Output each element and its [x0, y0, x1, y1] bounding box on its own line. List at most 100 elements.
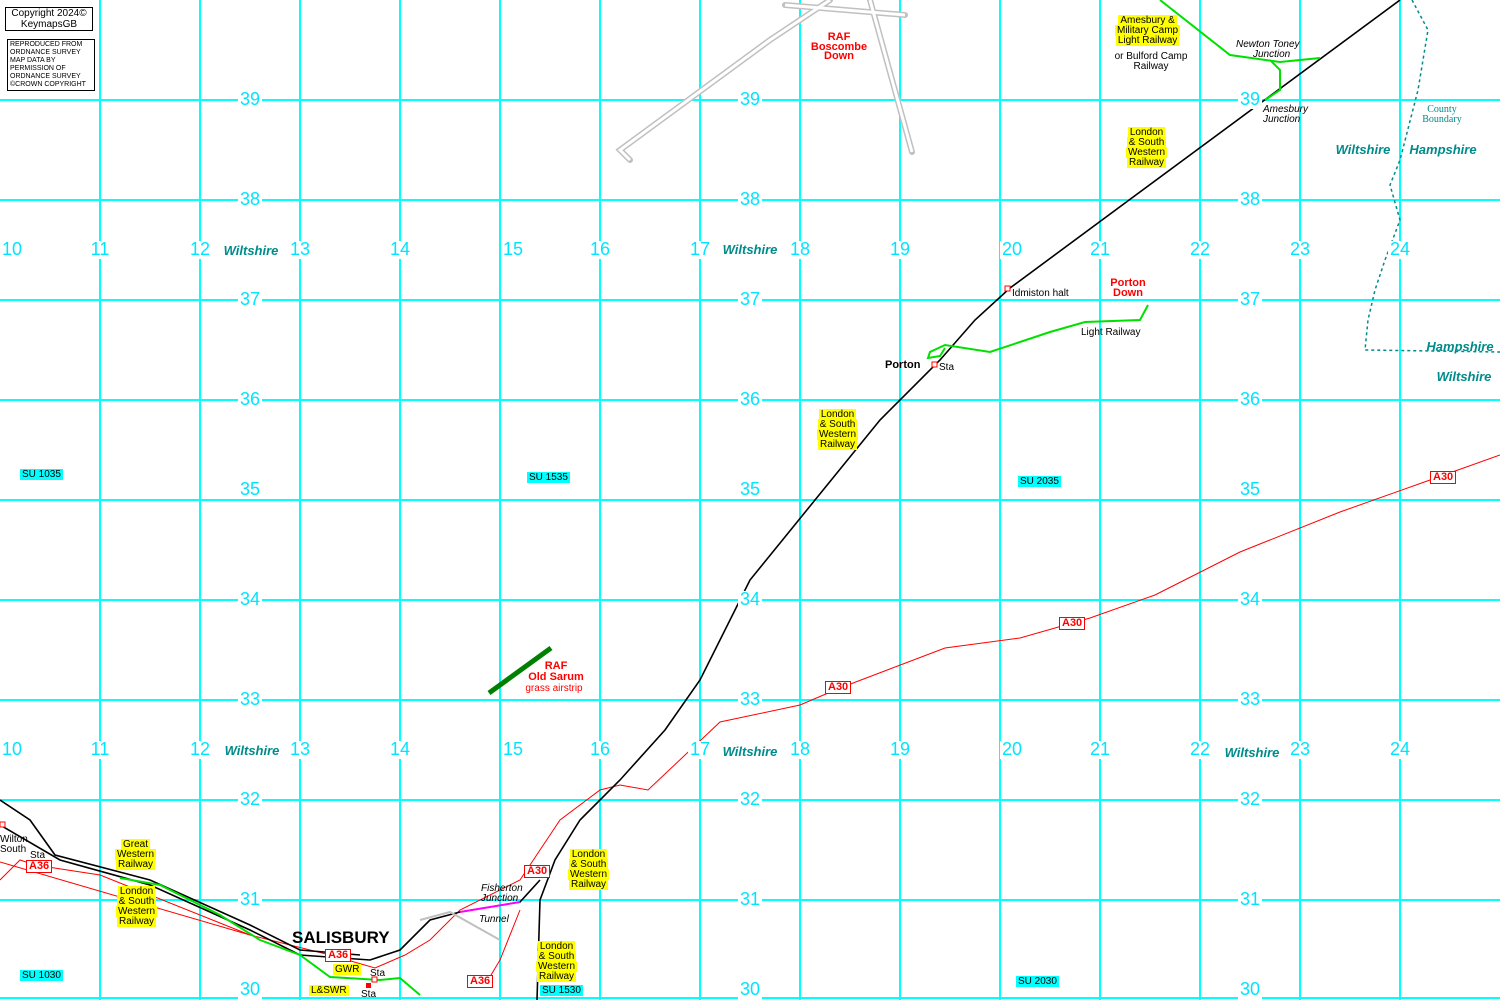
bulford-label: or Bulford Camp — [1115, 51, 1188, 62]
grid-square-label: SU 2035 — [1018, 476, 1061, 487]
road-shield-a36: A36 — [26, 860, 53, 873]
northing-label: 32 — [240, 789, 260, 809]
raf-old-sarum-label: Old Sarum — [528, 671, 584, 683]
easting-label: 23 — [1290, 739, 1310, 759]
easting-label: 11 — [91, 239, 110, 259]
northing-label: 30 — [1240, 979, 1260, 999]
amesbury-junction-label: Junction — [1262, 114, 1301, 125]
road-shield-a30: A30 — [1059, 617, 1086, 630]
railway-lswr-main — [536, 0, 1401, 1000]
grid-square-label: SU 1535 — [527, 472, 570, 483]
northing-label: 37 — [740, 289, 760, 309]
salisbury-label: SALISBURY — [292, 928, 390, 947]
wilton-label: South — [0, 844, 26, 855]
northing-label: 30 — [240, 979, 260, 999]
easting-label: 13 — [290, 239, 310, 259]
station-label: Sta — [939, 362, 954, 373]
northing-label: 38 — [740, 189, 760, 209]
easting-label: 20 — [1002, 739, 1022, 759]
grid-square-label: SU 1035 — [20, 469, 63, 480]
bulford-label: Railway — [1133, 61, 1168, 72]
easting-label: 14 — [390, 739, 410, 759]
easting-label: 21 — [1090, 739, 1110, 759]
idmiston-halt-label: Idmiston halt — [1012, 288, 1069, 299]
road-a30 — [0, 454, 1500, 969]
gwr-short-label: GWR — [333, 964, 362, 975]
lswr-station-marker — [366, 983, 371, 988]
county-boundary — [1364, 0, 1500, 353]
newton-toney-junction-label: Junction — [1252, 49, 1291, 60]
county-label-hampshire: Hampshire — [1426, 339, 1493, 354]
northing-label: 39 — [1240, 89, 1260, 109]
easting-label: 22 — [1190, 739, 1210, 759]
road-shield-a36: A36 — [325, 949, 352, 962]
wilton-label: Wilton — [0, 834, 28, 845]
northing-label: 35 — [1240, 479, 1260, 499]
northing-label: 37 — [240, 289, 260, 309]
road-shield-a30: A30 — [524, 865, 551, 878]
county-label-wiltshire: Wiltshire — [225, 743, 280, 758]
easting-label: 22 — [1190, 239, 1210, 259]
northing-label: 36 — [1240, 389, 1260, 409]
grid-square-label: SU 1030 — [20, 970, 63, 981]
county-boundary-label: Boundary — [1422, 114, 1461, 125]
northing-label: 36 — [740, 389, 760, 409]
easting-label: 18 — [790, 239, 810, 259]
grid-square-label: SU 1530 — [540, 985, 583, 996]
northing-label: 34 — [1240, 589, 1260, 609]
easting-label: 16 — [590, 739, 610, 759]
road-shield-a36: A36 — [467, 975, 494, 988]
road-a36 — [0, 859, 521, 986]
old-sarum-airstrip — [487, 645, 553, 696]
easting-label: 19 — [890, 739, 910, 759]
easting-label: 15 — [503, 239, 523, 259]
disused-railway — [419, 910, 501, 941]
railway-salisbury — [0, 824, 541, 961]
copyright-box: Copyright 2024© KeymapsGB — [5, 7, 93, 31]
copyright-text: Copyright 2024© — [11, 8, 87, 19]
road-shield-a30: A30 — [1430, 471, 1457, 484]
northing-label: 32 — [740, 789, 760, 809]
porton-down-label: Down — [1113, 287, 1143, 299]
county-label-wiltshire: Wiltshire — [723, 242, 778, 257]
county-boundary-label: County — [1427, 104, 1456, 115]
northing-label: 34 — [740, 589, 760, 609]
light-railway-label: Light Railway — [1081, 327, 1140, 338]
tunnel-label: Tunnel — [479, 914, 510, 925]
northing-label: 38 — [1240, 189, 1260, 209]
northing-label: 30 — [740, 979, 760, 999]
easting-label: 20 — [1002, 239, 1022, 259]
northing-label: 33 — [1240, 689, 1260, 709]
county-label-wiltshire: Wiltshire — [1225, 745, 1280, 760]
road-shield-a30: A30 — [825, 681, 852, 694]
raf-boscombe-label: Down — [824, 50, 854, 62]
porton-station-marker — [931, 361, 938, 368]
northing-label: 33 — [240, 689, 260, 709]
easting-label: 13 — [290, 739, 310, 759]
railway-amesbury-light — [1159, 0, 1321, 101]
northing-label: 39 — [240, 89, 260, 109]
easting-label: 16 — [590, 239, 610, 259]
grid-square-label: SU 2030 — [1016, 976, 1059, 987]
easting-label: 10 — [2, 739, 22, 759]
lswr-short-label: L&SWR — [309, 985, 349, 996]
grass-airstrip-label: grass airstrip — [525, 683, 583, 694]
easting-label: 18 — [790, 739, 810, 759]
copyright-text: KeymapsGB — [20, 19, 78, 30]
porton-label: Porton — [885, 359, 921, 371]
easting-label: 11 — [91, 739, 110, 759]
railway-porton-light — [926, 304, 1149, 360]
northing-label: 31 — [240, 889, 260, 909]
easting-label: 17 — [690, 739, 710, 759]
raf-old-sarum-label: RAF — [545, 660, 568, 672]
tunnel — [459, 901, 521, 913]
northing-label: 37 — [1240, 289, 1260, 309]
